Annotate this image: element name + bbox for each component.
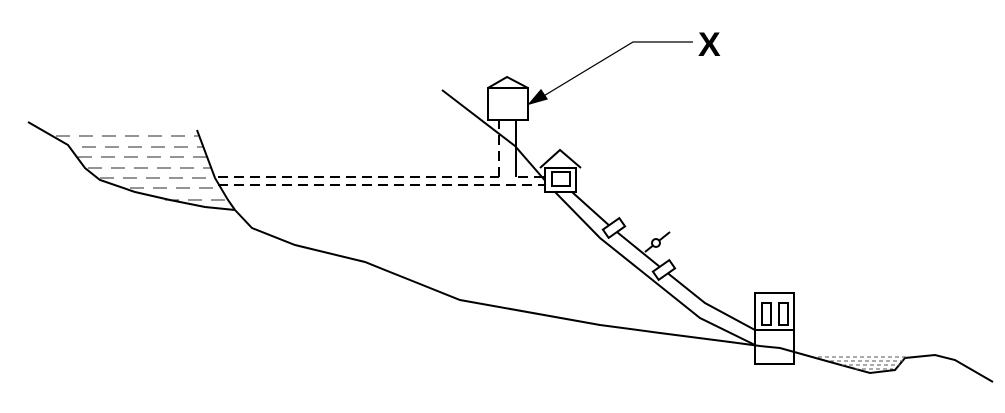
penstock-upper [571, 191, 756, 331]
surge-tank [487, 75, 529, 121]
headrace-tunnel [218, 120, 546, 186]
ground-profile [234, 209, 994, 383]
anchor-block [651, 258, 677, 282]
leader-arrow [527, 41, 693, 106]
dam-face [196, 129, 236, 211]
upper-left-bank [27, 121, 236, 211]
anchor-block [601, 216, 627, 240]
upper-reservoir-water [56, 135, 228, 201]
hillside-penstock-lower [441, 89, 756, 346]
tailwater [818, 356, 906, 370]
label-x: X [698, 26, 721, 64]
powerhouse [754, 292, 795, 365]
valve-icon [644, 231, 671, 253]
valve-house [539, 148, 582, 193]
